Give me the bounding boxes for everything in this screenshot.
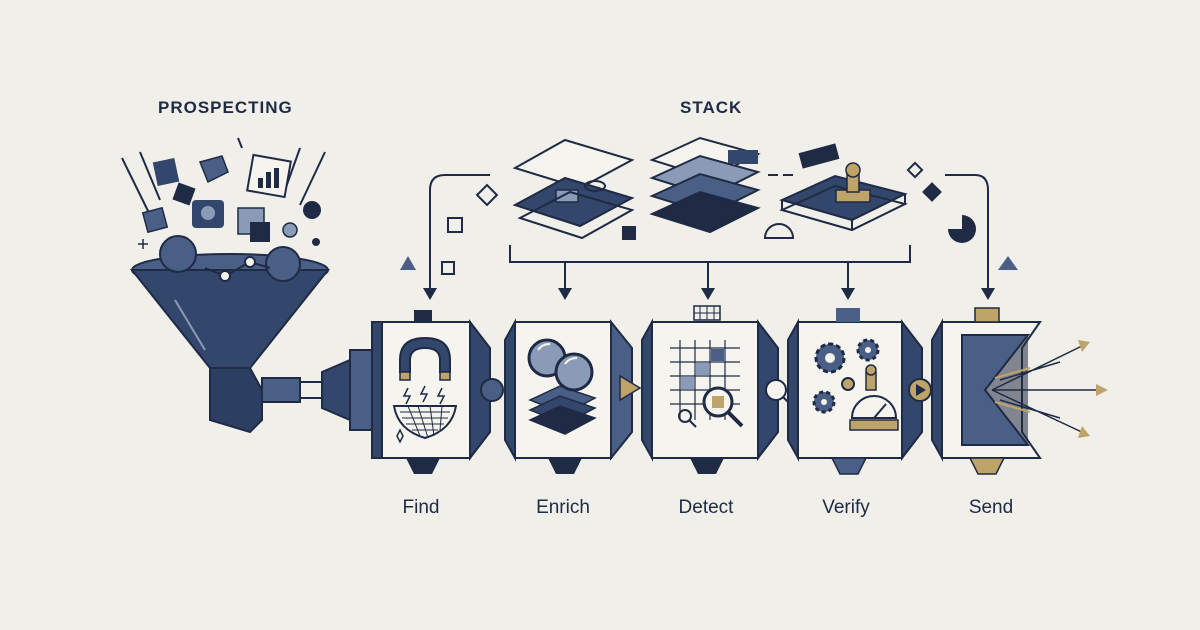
- prospecting-title: PROSPECTING: [158, 98, 293, 117]
- send-module: [931, 307, 1108, 475]
- enrich-module: [504, 318, 633, 474]
- connector-arrows: [423, 174, 995, 300]
- funnel-icon: [129, 253, 331, 434]
- find-module: [371, 310, 491, 474]
- magnet-net-icon: [392, 336, 458, 444]
- stack-layers-group: [400, 136, 1018, 275]
- grid-magnifier-icon: [670, 340, 744, 428]
- step-label-verify: Verify: [822, 497, 870, 518]
- pipeline-conveyor: [321, 305, 1108, 475]
- step-label-detect: Detect: [678, 497, 734, 518]
- output-arrows-icon: [991, 340, 1108, 438]
- stack-layer-sheets-icon: [512, 138, 636, 240]
- step-label-find: Find: [402, 497, 440, 518]
- stack-layer-stamp-icon: [779, 143, 908, 232]
- gears-gauge-icon: [812, 338, 899, 431]
- stack-layer-blocks-icon: [649, 136, 795, 239]
- scattered-data-shapes: [121, 137, 326, 282]
- detect-module: [641, 305, 779, 474]
- layered-lenses-icon: [527, 338, 597, 435]
- step-label-send: Send: [968, 497, 1014, 518]
- step-label-enrich: Enrich: [536, 497, 590, 518]
- verify-module: [787, 308, 923, 475]
- stack-title: STACK: [680, 98, 743, 117]
